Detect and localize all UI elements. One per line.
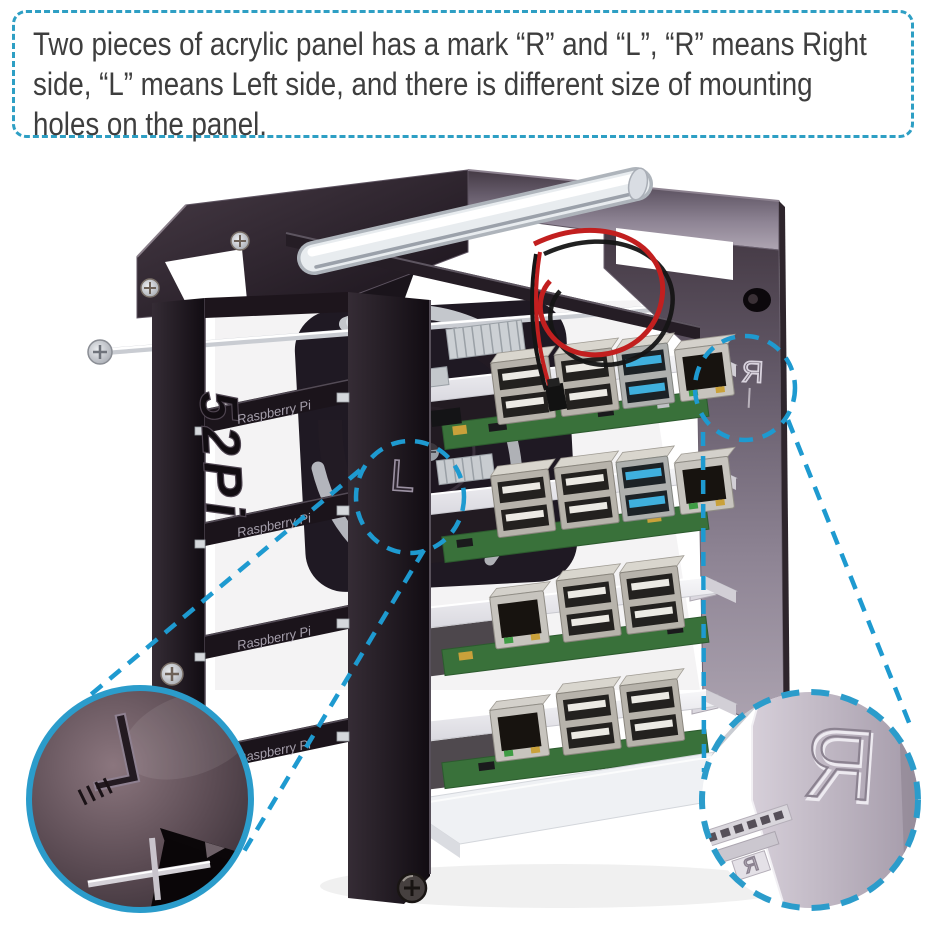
front-rail — [348, 292, 430, 904]
left-zoom-circle: L — [26, 685, 254, 913]
ladder-top-bar — [205, 292, 348, 318]
pi-board — [441, 555, 710, 677]
base-highlight — [403, 753, 731, 807]
metal-pin — [149, 837, 161, 901]
thread-ribs — [77, 777, 113, 806]
brand-engraving: 52Pi — [187, 389, 255, 524]
zoom-circle-ring — [26, 685, 254, 913]
shelf-right-edge — [706, 577, 736, 603]
l-mark-text: L — [389, 451, 417, 502]
zoom-r-text-shadow: R — [802, 709, 882, 826]
zoom-r-text: R — [800, 706, 880, 823]
ethernet-port — [488, 694, 559, 763]
rear-rail — [152, 298, 205, 722]
zoom-circle-ring-dashed — [699, 689, 921, 911]
screw-cross — [144, 282, 156, 294]
panel-window-cutout — [616, 228, 733, 280]
pi-board — [435, 445, 743, 564]
r-mark-slot — [747, 387, 751, 408]
wire-black — [543, 239, 675, 368]
handle-shade — [314, 191, 638, 269]
annotation-text-line: holes on the panel. — [33, 106, 267, 142]
callout-line — [785, 419, 913, 726]
annotation-text-line: Two pieces of acrylic panel has a mark “… — [33, 26, 867, 62]
right-zoom-circle: R R R — [699, 689, 921, 911]
metal-rod — [87, 860, 211, 888]
marked-tab — [731, 850, 772, 881]
callout-line — [700, 431, 707, 773]
annotation-text-line: side, “L” means Left side, and there is … — [33, 66, 813, 102]
base-plate — [320, 749, 800, 908]
callout-ellipse-l — [353, 438, 467, 556]
heatsink-fins — [453, 320, 521, 359]
screw-cross — [93, 345, 107, 359]
r-mark-text: R — [741, 355, 764, 389]
screw-cross — [165, 667, 179, 681]
shelf-clips — [194, 392, 350, 742]
front-left-panel: 52Pi Raspberry Pi Raspberry Pi Raspberry… — [152, 292, 431, 904]
raspberry-pi-layer — [386, 445, 743, 564]
wire-connector — [545, 377, 568, 412]
callout-line — [241, 548, 426, 855]
annotation-box: Two pieces of acrylic panel has a mark “… — [12, 10, 914, 142]
callout-ellipse-r — [692, 333, 798, 443]
wire-red — [532, 227, 666, 358]
handle-bar — [297, 167, 653, 275]
callout-line — [86, 468, 362, 699]
rod-highlight — [87, 861, 211, 883]
corner-notch — [205, 842, 225, 858]
fan-wire — [529, 227, 675, 412]
zoom-r-engraving: R R — [799, 705, 883, 827]
acrylic-slab — [752, 692, 918, 908]
base-shadow — [320, 864, 800, 908]
rod-grommet-center — [748, 294, 758, 304]
handle-end-cap — [627, 167, 649, 201]
callout-annotations — [86, 333, 913, 855]
board-connector — [430, 407, 462, 428]
panel-edge-highlight — [136, 204, 187, 258]
ladder-rung — [205, 492, 348, 546]
heatsink-fins — [443, 455, 484, 484]
wire-black — [529, 253, 548, 391]
shelf-right-edge — [706, 690, 736, 716]
panel-edge — [779, 201, 790, 738]
r-mark: R — [740, 355, 765, 408]
panel-window-cutout — [165, 249, 247, 307]
ladder-rung — [205, 379, 348, 433]
screw-cross — [404, 880, 420, 896]
ladder-rung — [205, 605, 348, 659]
wire-red — [533, 251, 552, 389]
handle-highlight — [307, 173, 639, 257]
l-mark: L — [388, 450, 417, 502]
screw-cross — [234, 235, 246, 247]
raspberry-pi-layer — [386, 555, 738, 677]
brand-engraving-text: 52Pi — [188, 389, 255, 523]
screw-highlight — [402, 874, 414, 882]
pi-board — [441, 668, 710, 790]
